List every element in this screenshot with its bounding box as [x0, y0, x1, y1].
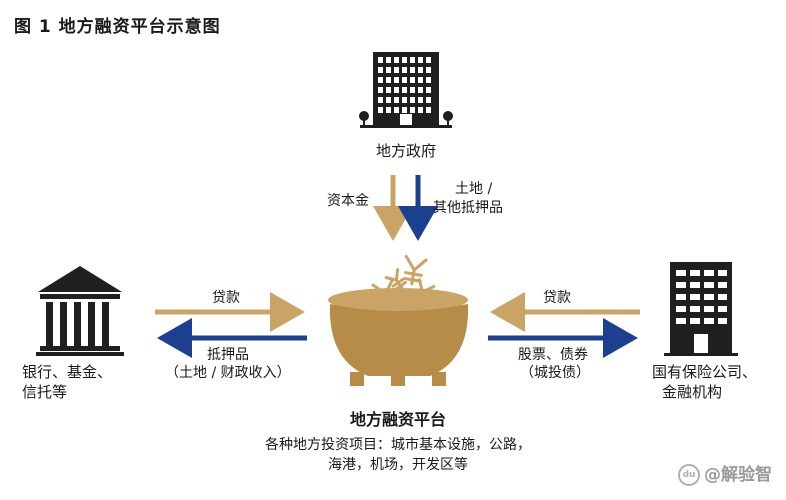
banks-label: 银行、基金、: [22, 363, 113, 381]
financial-institutions-label: 金融机构: [662, 383, 723, 401]
trusts-label: 信托等: [22, 383, 68, 401]
government-building-icon: [359, 52, 453, 128]
bank-building-icon: [36, 266, 124, 356]
capital-label: 资本金: [327, 193, 369, 209]
loan-right-label: 贷款: [543, 290, 571, 306]
stocks-bonds-label: 股票、债券: [518, 347, 588, 363]
collateral-label: 抵押品: [207, 347, 249, 363]
platform-desc-line2: 海港，机场，开发区等: [328, 457, 468, 473]
other-collateral-label: 其他抵押品: [433, 200, 503, 216]
platform-label: 地方融资平台: [349, 410, 446, 429]
watermark-text: @解验智: [704, 465, 772, 485]
money-pot-icon: [328, 254, 469, 386]
loan-left-label: 贷款: [212, 290, 240, 306]
urban-bonds-label: （城投债）: [520, 365, 590, 381]
watermark: du@解验智: [678, 460, 772, 486]
government-label: 地方政府: [375, 142, 436, 160]
diagram-title: 图 1 地方融资平台示意图: [14, 17, 221, 37]
collateral-detail-label: （土地 / 财政收入）: [165, 365, 291, 381]
watermark-logo-icon: du: [678, 464, 700, 486]
insurers-label: 国有保险公司、: [652, 363, 758, 381]
platform-desc-line1: 各种地方投资项目：城市基本设施，公路，: [265, 437, 531, 453]
office-building-icon: [664, 262, 738, 356]
land-label: 土地 /: [455, 181, 493, 197]
